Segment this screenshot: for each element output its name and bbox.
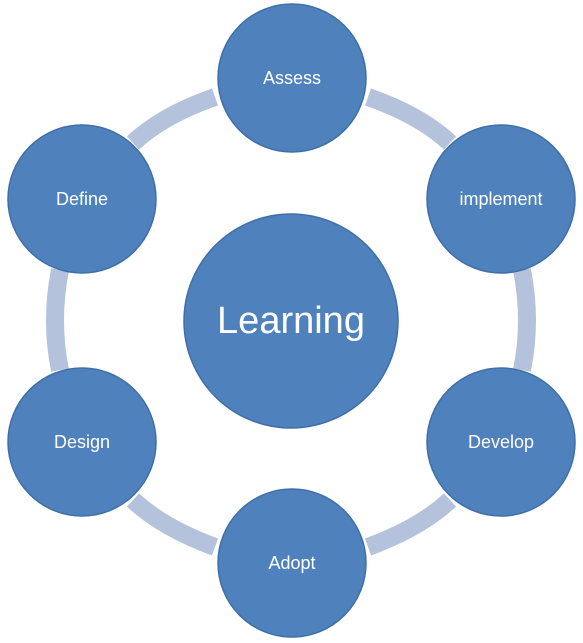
node-develop-label: Develop [468, 432, 534, 452]
node-assess: Assess [217, 3, 367, 153]
node-assess-circle [217, 3, 367, 153]
center-circle [183, 213, 399, 429]
node-design-circle [7, 367, 157, 517]
center-node: Learning [183, 213, 399, 429]
cycle-ring [46, 88, 536, 556]
node-adopt-label: Adopt [268, 553, 315, 573]
ring-arc-develop-adopt [364, 493, 457, 556]
node-design: Design [7, 367, 157, 517]
node-define-label: Define [56, 189, 108, 209]
ring-arc-design-define [46, 268, 69, 372]
node-develop: Develop [426, 367, 576, 517]
node-design-label: Design [54, 432, 110, 452]
center-label: Learning [217, 300, 365, 342]
ring-arc-adopt-design [126, 493, 219, 556]
ring-arc-assess-implement [365, 88, 457, 150]
node-define: Define [7, 124, 157, 274]
node-assess-label: Assess [263, 68, 321, 88]
ring-arc-implement-develop [513, 268, 536, 372]
node-implement: implement [426, 124, 576, 274]
node-implement-label: implement [459, 189, 542, 209]
node-define-circle [7, 124, 157, 274]
node-adopt: Adopt [217, 488, 367, 638]
node-implement-circle [426, 124, 576, 274]
node-adopt-circle [217, 488, 367, 638]
ring-arc-define-assess [126, 88, 218, 150]
node-develop-circle [426, 367, 576, 517]
